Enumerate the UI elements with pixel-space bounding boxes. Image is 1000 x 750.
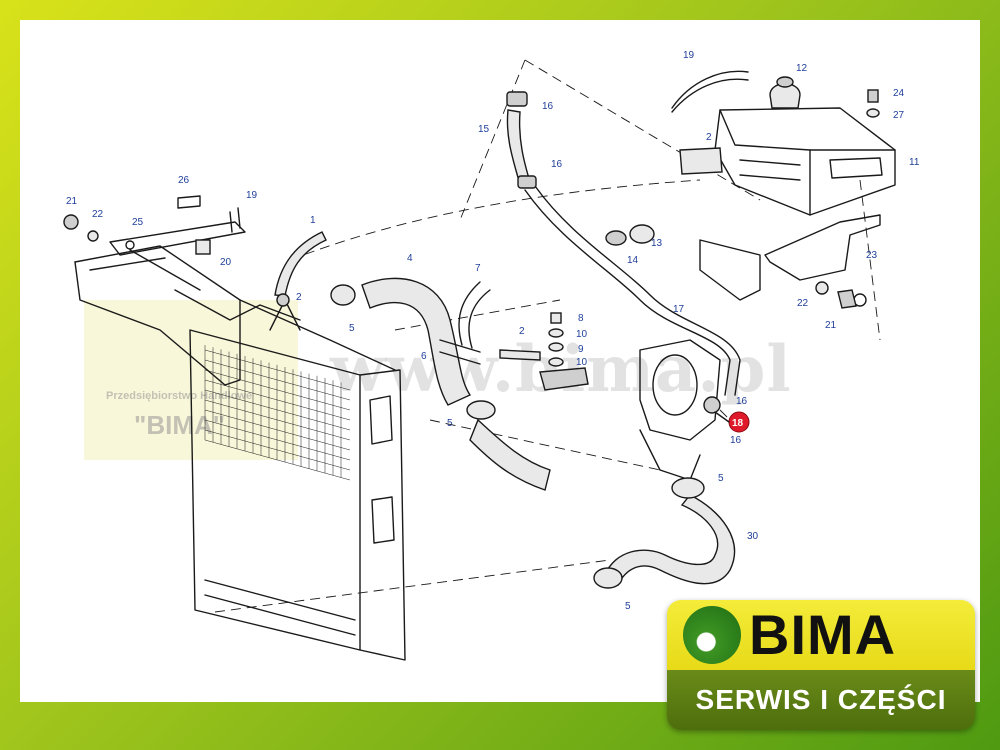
clamp-2 <box>276 293 290 307</box>
callout-2-mid: 2 <box>519 326 525 337</box>
logo-top-band: BIMA <box>667 600 975 670</box>
callout-13: 13 <box>651 238 663 249</box>
hose-30 <box>604 494 736 587</box>
callout-4: 4 <box>407 253 413 264</box>
pipe-7 <box>458 281 491 349</box>
callout-19-top: 19 <box>683 50 695 61</box>
bracket-assembly <box>63 195 867 307</box>
callout-17: 17 <box>673 304 685 315</box>
clamp-16-top <box>506 91 528 107</box>
callout-23: 23 <box>866 250 878 261</box>
callout-1: 1 <box>310 215 316 226</box>
callout-16-b: 16 <box>551 159 563 170</box>
callout-22-right: 22 <box>797 298 809 309</box>
callout-12: 12 <box>796 63 808 74</box>
clamp-14 <box>605 230 627 246</box>
pipe-15 <box>506 109 531 186</box>
callout-22-left: 22 <box>92 209 104 220</box>
callout-2-tank: 2 <box>706 132 712 143</box>
callout-10-b: 10 <box>576 357 588 368</box>
callout-26: 26 <box>178 175 190 186</box>
pipe-2 <box>499 349 541 361</box>
callout-25: 25 <box>132 217 144 228</box>
radiator-tube <box>204 399 351 441</box>
radiator-core-grid <box>204 345 351 481</box>
clamp-5-right <box>671 477 705 499</box>
clamp-5-top <box>330 284 356 306</box>
hose-lower-left <box>469 418 551 491</box>
radiator-tube <box>204 369 351 411</box>
callout-5-top: 5 <box>349 323 355 334</box>
callout-16-d: 16 <box>730 435 742 446</box>
callout-5-mid: 5 <box>447 418 453 429</box>
callout-7: 7 <box>475 263 481 274</box>
callout-24: 24 <box>893 88 905 99</box>
callout-14: 14 <box>627 255 639 266</box>
thermostat-housing <box>639 339 721 481</box>
logo-tagline: SERWIS I CZĘŚCI <box>695 684 947 715</box>
assembly-lines <box>214 59 881 613</box>
callout-labels: 1 2 2 2 4 5 5 5 5 6 7 8 9 10 10 11 12 13… <box>66 50 920 612</box>
callout-30: 30 <box>747 531 759 542</box>
clamp-5-mid <box>466 400 496 420</box>
radiator-tube <box>204 359 351 401</box>
callout-16-c: 16 <box>736 396 748 407</box>
logo-brand: BIMA <box>749 603 897 666</box>
hose-1 <box>274 231 327 297</box>
radiator-tube <box>204 379 351 421</box>
radiator-tube <box>204 439 351 481</box>
radiator-tube <box>204 349 351 391</box>
callout-16-a: 16 <box>542 101 554 112</box>
callout-21-right: 21 <box>825 320 837 331</box>
callout-10-a: 10 <box>576 329 588 340</box>
plug-13 <box>629 224 655 244</box>
clamp-16-mid <box>517 175 537 189</box>
logo-bottom-band: SERWIS I CZĘŚCI <box>667 670 975 730</box>
callout-18: 18 <box>732 418 744 429</box>
pipe-17 <box>524 185 741 396</box>
expansion-tank <box>671 70 896 216</box>
bolt-stack <box>539 312 589 391</box>
washer-22-right <box>815 281 829 295</box>
hose-4 <box>361 277 472 406</box>
callout-27: 27 <box>893 110 905 121</box>
callout-6: 6 <box>421 351 427 362</box>
radiator-tube <box>204 429 351 471</box>
bracket-23 <box>764 214 881 281</box>
logo-ball-icon <box>683 606 741 664</box>
callout-21-left: 21 <box>66 196 78 207</box>
callout-2-left: 2 <box>296 292 302 303</box>
callout-19-left: 19 <box>246 190 258 201</box>
callout-8: 8 <box>578 313 584 324</box>
callout-11: 11 <box>909 157 920 168</box>
radiator <box>74 245 406 661</box>
callout-15: 15 <box>478 124 490 135</box>
radiator-tube <box>204 409 351 451</box>
callout-20: 20 <box>220 257 232 268</box>
watermark-company-name: "BIMA" <box>134 410 226 440</box>
diagram-panel <box>20 20 980 702</box>
callout-5-bottom: 5 <box>625 601 631 612</box>
leader-18 <box>714 411 730 423</box>
bolt-21-right <box>837 289 857 309</box>
clamp-5-bottom <box>593 567 623 589</box>
radiator-tube <box>204 389 351 431</box>
callout-5-right: 5 <box>718 473 724 484</box>
radiator-tube <box>204 419 351 461</box>
callout-9: 9 <box>578 344 584 355</box>
bima-logo: BIMA SERWIS I CZĘŚCI <box>667 600 975 730</box>
